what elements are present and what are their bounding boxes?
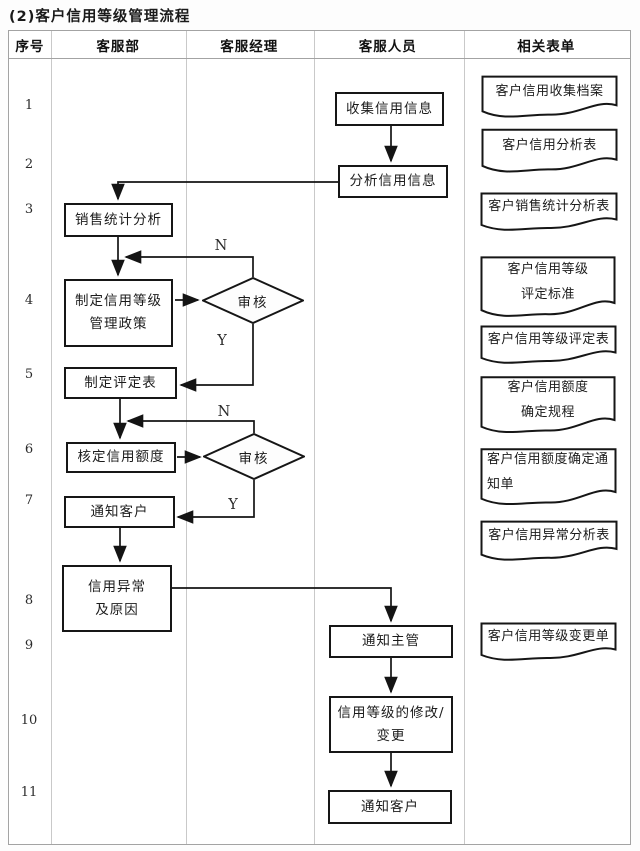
branch-label-no-2: N bbox=[217, 404, 231, 420]
row-number-3: 3 bbox=[24, 202, 34, 217]
decision-diamond-review-1: 审核 bbox=[202, 277, 304, 324]
document-shape bbox=[480, 192, 618, 232]
lane-divider bbox=[464, 31, 465, 844]
process-box-policy: 制定信用等级 管理政策 bbox=[64, 279, 173, 347]
row-number-5: 5 bbox=[24, 367, 34, 382]
document-credit-collection-file: 客户信用收集档案 bbox=[481, 75, 618, 119]
branch-label-yes-1: Y bbox=[217, 333, 227, 349]
lane-header-row: 序号 客服部 客服经理 客服人员 相关表单 bbox=[9, 31, 630, 59]
lane-header-dept: 客服部 bbox=[96, 38, 140, 55]
row-number-8: 8 bbox=[24, 593, 34, 608]
document-label: 客户信用收集档案 bbox=[495, 84, 604, 100]
document-shape bbox=[480, 255, 616, 319]
process-box-credit-limit: 核定信用额度 bbox=[66, 442, 176, 473]
document-shape bbox=[481, 75, 618, 119]
row-number-10: 10 bbox=[20, 713, 38, 728]
document-rating-table: 客户信用等级评定表 bbox=[480, 325, 617, 365]
process-box-collect-info: 收集信用信息 bbox=[335, 92, 444, 126]
process-box-modify-rating: 信用等级的修改/ 变更 bbox=[329, 696, 453, 753]
lane-header-seq: 序号 bbox=[15, 38, 45, 55]
document-label: 客户信用额度确定通 知单 bbox=[487, 452, 609, 492]
process-box-credit-abnormal: 信用异常 及原因 bbox=[62, 565, 172, 632]
process-box-rating-table: 制定评定表 bbox=[64, 367, 177, 399]
document-limit-notice: 客户信用额度确定通 知单 bbox=[480, 447, 617, 507]
document-abnormal-analysis-table: 客户信用异常分析表 bbox=[480, 520, 618, 562]
branch-label-no-1: N bbox=[214, 238, 228, 254]
lane-header-staff: 客服人员 bbox=[358, 38, 417, 55]
process-box-sales-stats: 销售统计分析 bbox=[64, 203, 173, 237]
document-label: 客户信用等级 评定标准 bbox=[507, 262, 589, 302]
document-label: 客户信用等级变更单 bbox=[487, 629, 610, 645]
diamond-shape bbox=[202, 277, 304, 324]
branch-label-yes-2: Y bbox=[228, 497, 238, 513]
document-label: 客户销售统计分析表 bbox=[488, 199, 610, 215]
lane-header-forms: 相关表单 bbox=[517, 38, 576, 55]
document-label: 客户信用额度 确定规程 bbox=[507, 380, 589, 420]
diamond-shape bbox=[203, 433, 305, 480]
row-number-11: 11 bbox=[20, 785, 38, 800]
row-number-2: 2 bbox=[24, 157, 34, 172]
document-sales-stats-table: 客户销售统计分析表 bbox=[480, 192, 618, 232]
document-credit-analysis-table: 客户信用分析表 bbox=[481, 128, 618, 174]
document-shape bbox=[481, 128, 618, 174]
row-number-7: 7 bbox=[24, 493, 34, 508]
document-label: 客户信用异常分析表 bbox=[488, 528, 610, 544]
process-box-analyze-info: 分析信用信息 bbox=[338, 165, 448, 198]
process-box-notify-customer-1: 通知客户 bbox=[64, 496, 175, 528]
document-shape bbox=[480, 325, 617, 365]
decision-label: 审核 bbox=[238, 450, 270, 467]
process-box-notify-customer-2: 通知客户 bbox=[328, 790, 452, 824]
document-shape bbox=[480, 520, 618, 562]
document-shape bbox=[480, 622, 617, 662]
decision-label: 审核 bbox=[237, 294, 269, 311]
row-number-9: 9 bbox=[24, 638, 34, 653]
lane-header-manager: 客服经理 bbox=[220, 38, 279, 55]
process-box-notify-supervisor: 通知主管 bbox=[329, 625, 453, 658]
page-title: (2)客户信用等级管理流程 bbox=[9, 9, 191, 25]
document-label: 客户信用等级评定表 bbox=[487, 332, 610, 348]
lane-divider bbox=[314, 31, 315, 844]
document-shape bbox=[480, 447, 617, 507]
document-label: 客户信用分析表 bbox=[502, 138, 597, 154]
document-rating-standard: 客户信用等级 评定标准 bbox=[480, 255, 616, 319]
lane-divider bbox=[51, 31, 52, 844]
row-number-6: 6 bbox=[24, 442, 34, 457]
row-number-4: 4 bbox=[24, 293, 34, 308]
document-shape bbox=[480, 375, 616, 435]
row-number-1: 1 bbox=[24, 98, 34, 113]
document-limit-procedure: 客户信用额度 确定规程 bbox=[480, 375, 616, 435]
lane-divider bbox=[186, 31, 187, 844]
document-rating-change-form: 客户信用等级变更单 bbox=[480, 622, 617, 662]
decision-diamond-review-2: 审核 bbox=[203, 433, 305, 480]
